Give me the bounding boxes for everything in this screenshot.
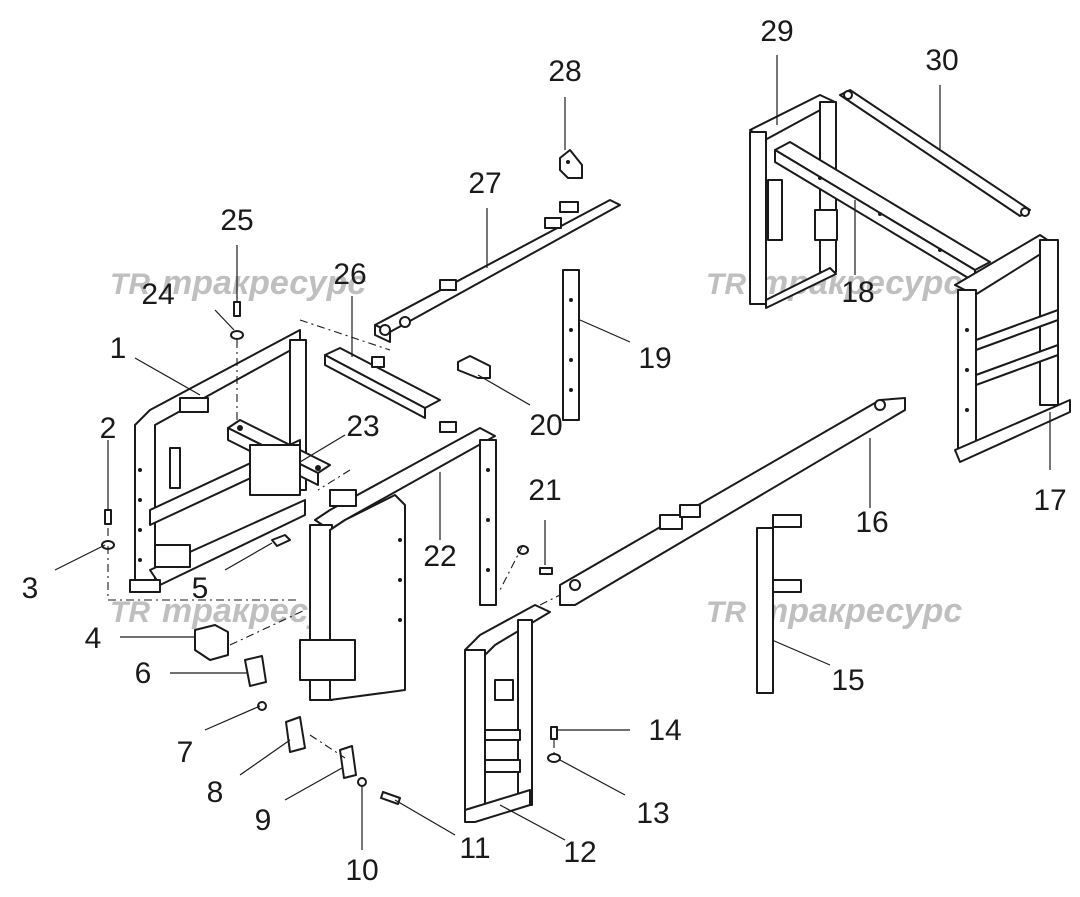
part-top-beam <box>374 199 621 343</box>
part-clip <box>457 355 491 379</box>
part-front-frame <box>464 604 551 823</box>
label-1: 1 <box>110 332 127 365</box>
label-6: 6 <box>135 657 152 690</box>
watermark-logo: TR <box>706 596 746 629</box>
label-22: 22 <box>423 540 456 573</box>
label-30: 30 <box>925 44 958 77</box>
label-28: 28 <box>548 55 581 88</box>
label-7: 7 <box>177 736 194 769</box>
label-5: 5 <box>192 572 209 605</box>
part-rear-left-frame <box>749 94 838 309</box>
label-9: 9 <box>255 804 272 837</box>
label-11: 11 <box>459 832 490 865</box>
label-10: 10 <box>345 854 378 887</box>
label-15: 15 <box>831 664 864 697</box>
label-21: 21 <box>528 474 561 507</box>
part-labels: 1 2 3 4 5 6 7 8 9 10 11 12 13 14 15 16 1… <box>22 15 1067 887</box>
label-20: 20 <box>529 409 562 442</box>
watermark-text: тракресурс <box>162 264 366 302</box>
label-14: 14 <box>648 714 681 747</box>
watermark-text: тракресурс <box>758 592 962 630</box>
watermark-logo: TR <box>706 268 746 301</box>
label-24: 24 <box>141 278 174 311</box>
watermark-logo: TR <box>110 268 150 301</box>
part-leg <box>756 514 802 694</box>
part-hardware <box>101 301 561 805</box>
label-18: 18 <box>841 276 874 309</box>
watermark-logo: TR <box>110 596 150 629</box>
label-27: 27 <box>468 167 501 200</box>
label-4: 4 <box>85 622 102 655</box>
label-2: 2 <box>100 412 117 445</box>
label-12: 12 <box>563 836 596 869</box>
label-16: 16 <box>855 506 888 539</box>
part-cross-bracket <box>227 419 331 496</box>
label-23: 23 <box>346 410 379 443</box>
label-19: 19 <box>638 342 671 375</box>
part-lower-beam <box>559 397 906 606</box>
label-26: 26 <box>333 258 366 291</box>
part-angle-bracket <box>559 149 583 179</box>
label-13: 13 <box>636 797 669 830</box>
label-25: 25 <box>220 204 253 237</box>
label-3: 3 <box>22 572 39 605</box>
label-29: 29 <box>760 15 793 48</box>
assembly-lines <box>107 319 561 759</box>
part-top-bracket <box>324 347 441 419</box>
part-top-rear-rail <box>839 89 1031 217</box>
part-rear-right-frame <box>954 234 1071 463</box>
watermark-1: TR тракресурс <box>110 264 366 302</box>
part-vertical-post <box>562 269 580 421</box>
watermark-4: TR тракресурс <box>706 592 962 630</box>
label-17: 17 <box>1033 484 1066 517</box>
leader-lines <box>54 55 1051 850</box>
part-center-frame <box>299 421 497 701</box>
label-8: 8 <box>207 776 224 809</box>
